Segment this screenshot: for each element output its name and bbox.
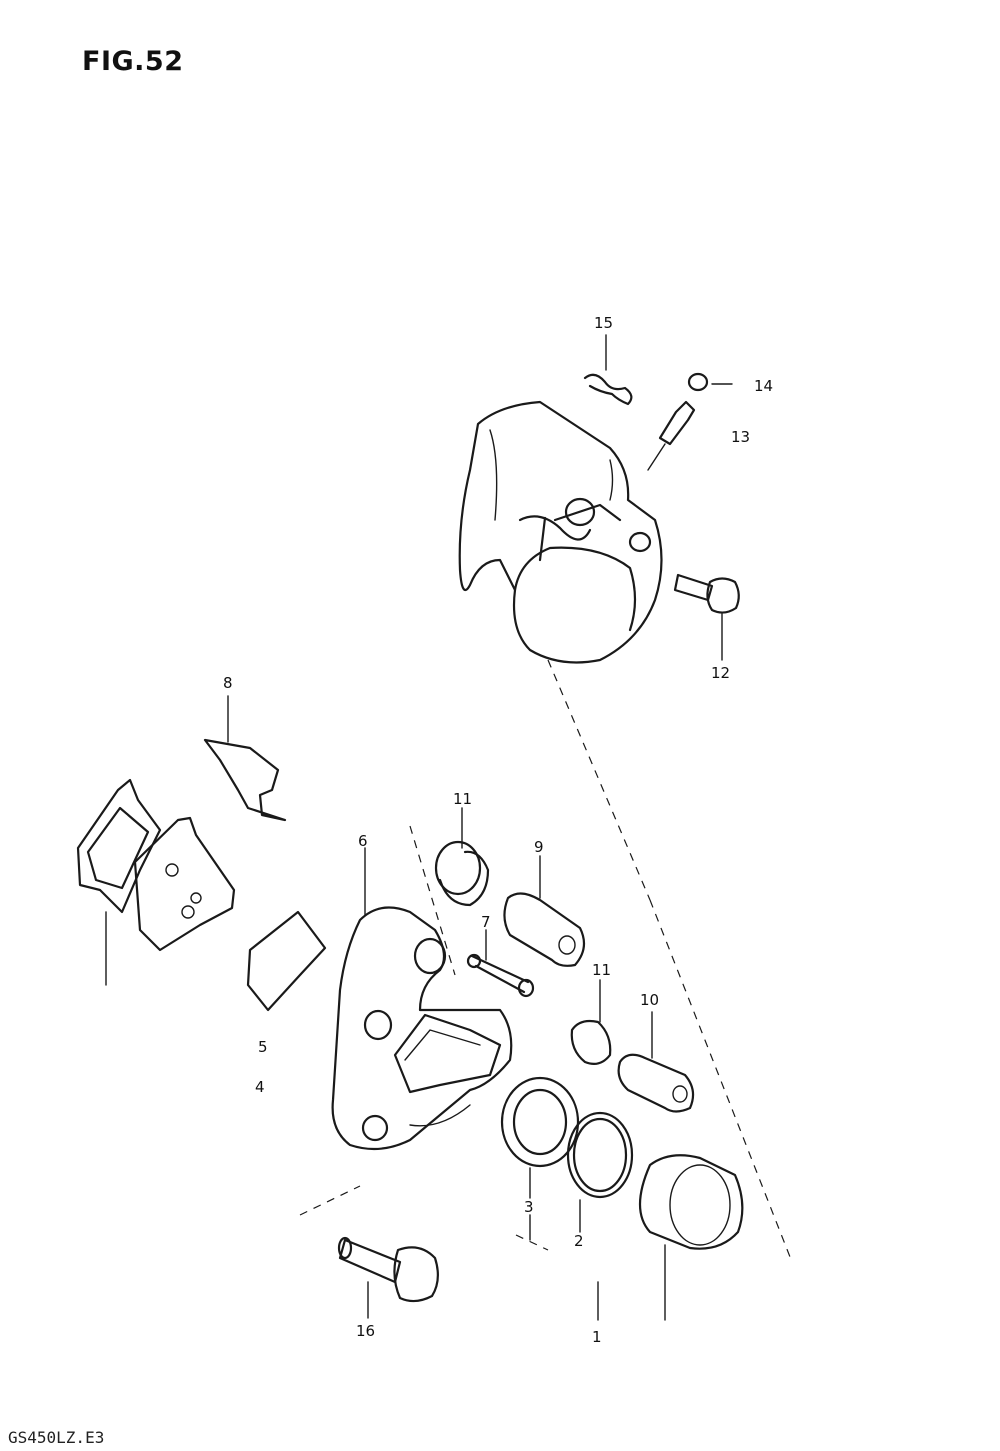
figure-title: FIG.52 — [82, 46, 184, 77]
pins-and-boots-drawing — [434, 840, 695, 1113]
callout-4: 4 — [255, 1078, 265, 1096]
callout-11-upper: 11 — [453, 790, 472, 808]
callout-3: 3 — [524, 1198, 534, 1216]
callout-6: 6 — [358, 832, 368, 850]
callout-13: 13 — [731, 428, 750, 446]
caliper-holder-drawing — [331, 906, 513, 1151]
callout-14: 14 — [754, 377, 773, 395]
callout-5: 5 — [258, 1038, 268, 1056]
diagram-code: GS450LZ.E3 — [8, 1428, 105, 1447]
callout-1: 1 — [592, 1328, 602, 1346]
callout-8: 8 — [223, 674, 233, 692]
mounting-bolt-drawing — [337, 1236, 439, 1303]
callout-2: 2 — [574, 1232, 584, 1250]
piston-and-seals-drawing — [500, 1076, 744, 1250]
callout-7: 7 — [481, 913, 491, 931]
callout-9: 9 — [534, 838, 544, 856]
leader-lines — [105, 334, 793, 1321]
callout-16: 16 — [356, 1322, 375, 1340]
callout-15: 15 — [594, 314, 613, 332]
callout-10: 10 — [640, 991, 659, 1009]
callout-12: 12 — [711, 664, 730, 682]
callout-numbers: 15 14 13 12 8 11 9 6 7 11 10 5 4 3 2 1 1… — [223, 314, 773, 1346]
callout-11-lower: 11 — [592, 961, 611, 979]
caliper-body-drawing — [458, 372, 740, 664]
brake-pads-drawing — [76, 738, 327, 1012]
